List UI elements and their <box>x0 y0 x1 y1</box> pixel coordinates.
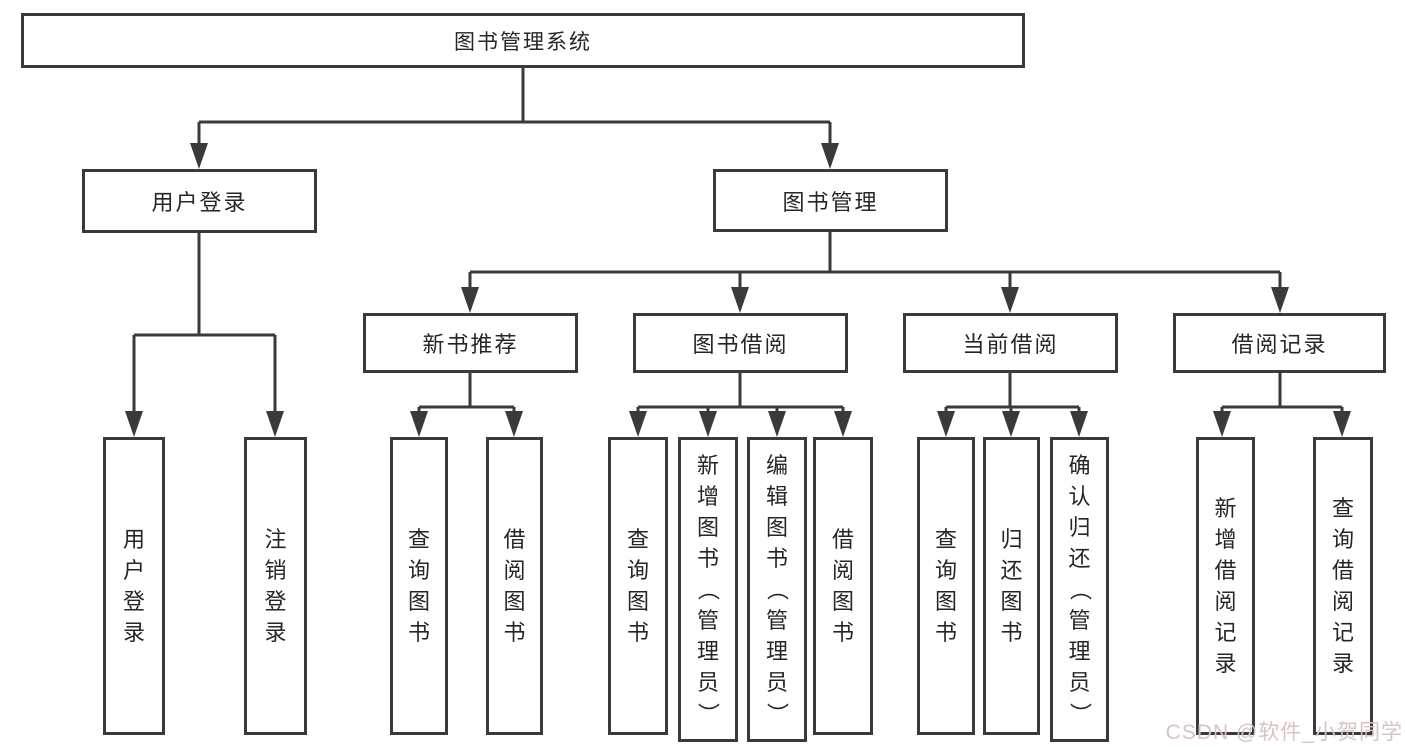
node-label: 借阅记录 <box>1231 332 1328 357</box>
node-label: 当前借阅 <box>962 332 1059 357</box>
leaf-borrow-books: 借阅图书 <box>486 437 543 735</box>
connector-book-mgmt-to-level3 <box>461 232 1289 313</box>
connector-new-rec-to-leaves <box>410 373 523 437</box>
leaf-edit-books-admin: 编辑图书（管理员） <box>747 437 807 742</box>
leaf-confirm-return-admin: 确认归还（管理员） <box>1050 437 1109 742</box>
node-label: 查询图书 <box>407 527 430 645</box>
leaf-user-login: 用户登录 <box>103 437 165 735</box>
connector-book-borrow-to-leaves <box>629 373 852 437</box>
node-label: 确认归还（管理员） <box>1067 453 1092 725</box>
leaf-return-books: 归还图书 <box>983 437 1040 735</box>
leaf-query-borrow-record: 查询借阅记录 <box>1313 437 1373 735</box>
leaf-query-books: 查询图书 <box>608 437 668 735</box>
node-label: 图书管理系统 <box>454 30 592 54</box>
node-book-management: 图书管理 <box>713 169 948 232</box>
node-label: 查询图书 <box>934 527 957 645</box>
node-user-login: 用户登录 <box>82 169 317 233</box>
node-label: 新书推荐 <box>422 332 519 357</box>
node-label: 用户登录 <box>122 527 145 645</box>
node-label: 归还图书 <box>1000 527 1023 645</box>
node-label: 注销登录 <box>264 527 287 645</box>
csdn-watermark: CSDN @软件_小贺同学 <box>1165 721 1403 744</box>
node-current-borrowing: 当前借阅 <box>903 313 1118 373</box>
node-library-management-system: 图书管理系统 <box>21 13 1025 68</box>
node-label: 查询借阅记录 <box>1331 496 1354 676</box>
leaf-logout: 注销登录 <box>244 437 307 735</box>
node-label: 新增图书（管理员） <box>695 453 721 725</box>
connector-current-borrow-to-leaves <box>937 373 1088 437</box>
node-label: 借阅图书 <box>503 527 526 645</box>
node-book-borrowing: 图书借阅 <box>633 313 848 373</box>
connector-user-login-to-leaves <box>125 233 284 437</box>
node-label: 借阅图书 <box>831 527 854 645</box>
connector-borrow-records-to-leaves <box>1213 373 1351 437</box>
leaf-add-books-admin: 新增图书（管理员） <box>678 437 738 742</box>
node-label: 查询图书 <box>626 527 649 645</box>
node-label: 用户登录 <box>151 190 248 215</box>
node-label: 新增借阅记录 <box>1214 496 1237 676</box>
node-new-book-recommend: 新书推荐 <box>363 313 578 373</box>
leaf-borrow-books: 借阅图书 <box>813 437 873 735</box>
node-label: 编辑图书（管理员） <box>764 453 790 725</box>
leaf-query-books: 查询图书 <box>390 437 448 735</box>
leaf-query-books: 查询图书 <box>917 437 975 735</box>
node-label: 图书借阅 <box>692 332 789 357</box>
leaf-add-borrow-record: 新增借阅记录 <box>1196 437 1255 735</box>
node-label: 图书管理 <box>782 189 879 215</box>
connector-root-to-level2 <box>190 68 839 169</box>
node-borrowing-records: 借阅记录 <box>1173 313 1386 373</box>
